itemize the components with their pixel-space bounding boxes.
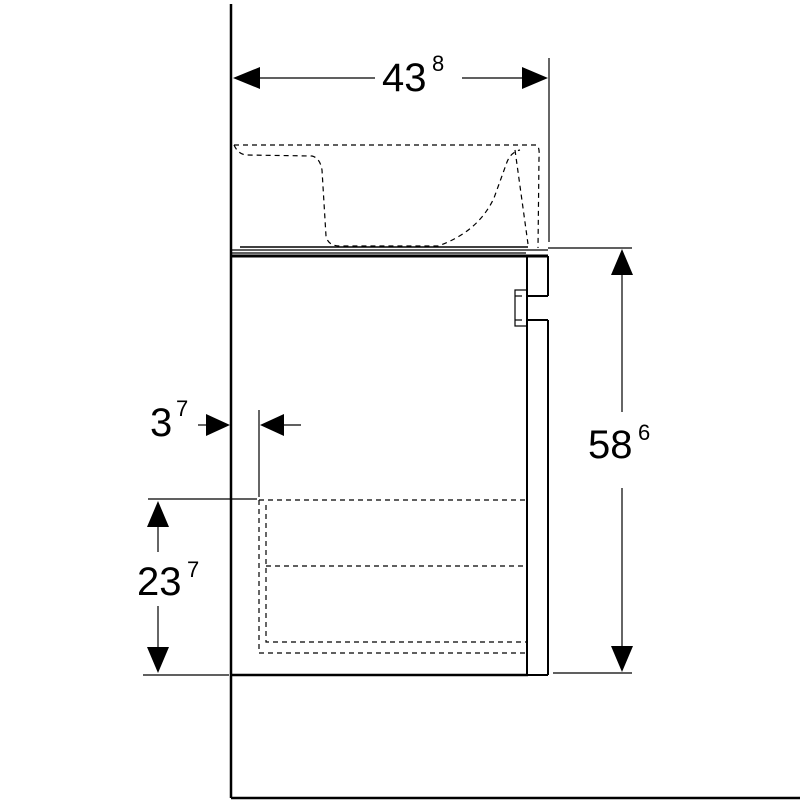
height-dimension-superscript: 6 [638, 420, 650, 445]
handle [514, 289, 528, 327]
offset-dimension-superscript: 7 [176, 396, 188, 421]
wall-and-floor [229, 4, 800, 800]
drawer-dimension-superscript: 7 [187, 557, 199, 582]
offset-dimension-value: 3 [150, 401, 172, 445]
washbasin-outline [233, 144, 540, 249]
dimension-width-top: 43 8 [233, 51, 550, 242]
dimension-height-right: 58 6 [548, 247, 650, 674]
height-dimension-value: 58 [588, 423, 633, 467]
dimension-drawer-height: 23 7 [137, 498, 257, 676]
cabinet-body [231, 249, 549, 677]
width-dimension-superscript: 8 [432, 51, 444, 76]
dimension-offset-left: 3 7 [150, 396, 301, 497]
width-dimension-value: 43 [382, 56, 427, 100]
inner-drawer-outline [258, 499, 526, 654]
drawer-dimension-value: 23 [137, 560, 182, 604]
